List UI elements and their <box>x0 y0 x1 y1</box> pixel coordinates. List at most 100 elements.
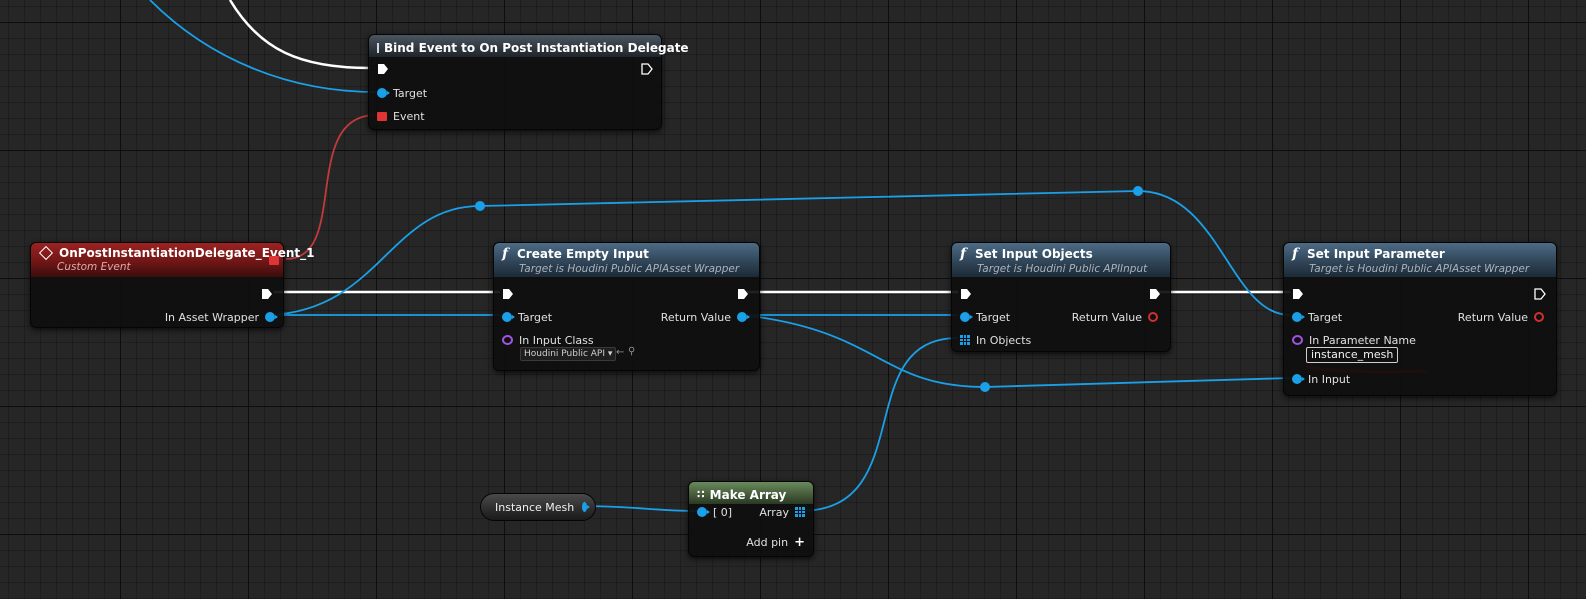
set-input-objects-title: Set Input Objects <box>975 247 1093 261</box>
setobjects-exec-in-row[interactable] <box>960 286 972 302</box>
create-target-row[interactable]: Target <box>502 309 552 325</box>
custom-event-icon <box>38 245 54 261</box>
array-out-row[interactable]: Array <box>759 504 805 520</box>
setobjects-target-row[interactable]: Target <box>960 309 1010 325</box>
in-parameter-name-row[interactable]: In Parameter Name <box>1292 332 1416 348</box>
exec-out-pin[interactable] <box>737 288 749 300</box>
delegate-wire <box>285 114 377 260</box>
target-pin[interactable] <box>960 312 973 322</box>
custom-event-subtitle: Custom Event <box>57 261 131 273</box>
exec-in-pin[interactable] <box>1292 288 1304 300</box>
instance-mesh-variable-node[interactable]: Instance Mesh <box>480 493 596 521</box>
make-array-header: ∷ Make Array <box>689 482 813 504</box>
in-input-class-pin[interactable] <box>502 335 513 345</box>
variable-out-pin[interactable] <box>582 502 590 512</box>
bind-event-row[interactable]: Event <box>377 108 425 124</box>
setobjects-exec-out-row[interactable] <box>1149 286 1161 302</box>
event-dispatcher-icon <box>377 42 379 53</box>
chevron-down-icon: ▾ <box>607 349 613 359</box>
create-empty-input-node[interactable]: f Create Empty Input Target is Houdini P… <box>493 242 760 371</box>
in-asset-wrapper-label: In Asset Wrapper <box>164 310 259 324</box>
setparam-exec-in-row[interactable] <box>1292 286 1304 302</box>
in-objects-row[interactable]: In Objects <box>960 332 1031 348</box>
bind-exec-in-row[interactable] <box>377 61 389 77</box>
in-asset-wrapper-pin[interactable] <box>265 312 278 322</box>
bind-event-header: Bind Event to On Post Instantiation Dele… <box>369 35 689 57</box>
reroute-knot <box>475 201 485 211</box>
in-objects-array-pin[interactable] <box>960 335 970 345</box>
in-input-class-row[interactable]: In Input Class <box>502 332 594 348</box>
in-parameter-name-label: In Parameter Name <box>1309 333 1416 347</box>
setparam-target-row[interactable]: Target <box>1292 309 1342 325</box>
exec-in-pin[interactable] <box>960 288 972 300</box>
return-value-pin[interactable] <box>1534 312 1544 322</box>
bind-event-title: Bind Event to On Post Instantiation Dele… <box>384 40 689 55</box>
in-asset-wrapper-row[interactable]: In Asset Wrapper <box>164 309 278 325</box>
return-value-pin[interactable] <box>737 312 750 322</box>
input-class-value: Houdini Public API <box>524 349 605 359</box>
exec-out-pin[interactable] <box>1534 288 1546 300</box>
add-pin-label: Add pin <box>746 535 789 549</box>
in-input-pin[interactable] <box>1292 374 1305 384</box>
set-input-parameter-subtitle: Target is Houdini Public APIAsset Wrappe… <box>1309 263 1530 275</box>
browse-search-icon[interactable]: ⚲ <box>628 346 636 357</box>
use-selected-arrow-icon[interactable]: ← <box>616 347 625 358</box>
exec-out-pin[interactable] <box>261 288 273 300</box>
create-empty-input-header: f Create Empty Input Target is Houdini P… <box>494 243 759 277</box>
return-value-label: Return Value <box>660 310 731 324</box>
target-pin[interactable] <box>502 312 515 322</box>
in-input-label: In Input <box>1308 372 1351 386</box>
set-input-parameter-node[interactable]: f Set Input Parameter Target is Houdini … <box>1283 242 1557 396</box>
bind-exec-out-row[interactable] <box>641 61 653 77</box>
event-delegate-pin[interactable] <box>377 111 387 121</box>
make-array-title: Make Array <box>709 487 787 502</box>
exec-out-pin[interactable] <box>1149 288 1161 300</box>
make-array-node[interactable]: ∷ Make Array [ 0] Array + Add pin <box>688 481 814 557</box>
set-input-objects-node[interactable]: f Set Input Objects Target is Houdini Pu… <box>951 242 1171 352</box>
make-array-icon: ∷ <box>697 488 705 501</box>
bind-event-node[interactable]: Bind Event to On Post Instantiation Dele… <box>368 34 689 130</box>
instance-mesh-label: Instance Mesh <box>495 500 575 514</box>
function-icon: f <box>1292 246 1299 262</box>
setparam-return-row[interactable]: Return Value <box>1458 309 1544 325</box>
event-exec-out-row[interactable] <box>261 286 273 302</box>
create-exec-out-row[interactable] <box>737 286 749 302</box>
plus-icon[interactable]: + <box>794 534 805 550</box>
custom-event-node[interactable]: OnPostInstantiationDelegate_Event_1 Cust… <box>30 242 314 328</box>
target-label: Target <box>518 310 553 324</box>
input-class-dropdown[interactable]: Houdini Public API ▾ <box>520 347 617 361</box>
delegate-out-pin[interactable] <box>269 256 279 265</box>
parameter-name-input[interactable]: instance_mesh <box>1306 347 1399 363</box>
exec-in-pin[interactable] <box>377 63 389 75</box>
in-parameter-name-pin[interactable] <box>1292 335 1303 345</box>
array-out-pin[interactable] <box>795 507 805 517</box>
array-element-row[interactable]: [ 0] <box>697 504 732 520</box>
setobjects-return-row[interactable]: Return Value <box>1072 309 1158 325</box>
exec-wire-incoming <box>228 0 371 70</box>
exec-in-pin[interactable] <box>502 288 514 300</box>
function-icon: f <box>960 246 967 262</box>
return-to-setparam-input <box>741 314 1291 388</box>
exec-out-pin[interactable] <box>641 63 653 75</box>
create-return-row[interactable]: Return Value <box>660 309 750 325</box>
return-value-pin[interactable] <box>1148 312 1158 322</box>
array-to-in-objects <box>799 337 959 512</box>
array-out-label: Array <box>759 505 789 519</box>
create-empty-input-subtitle: Target is Houdini Public APIAsset Wrappe… <box>519 263 740 275</box>
create-exec-in-row[interactable] <box>502 286 514 302</box>
target-wire-incoming <box>149 0 377 93</box>
reroute-knot <box>1133 186 1143 196</box>
target-pin[interactable] <box>1292 312 1305 322</box>
reroute-knot <box>980 382 990 392</box>
bind-target-row[interactable]: Target <box>377 85 427 101</box>
setparam-exec-out-row[interactable] <box>1534 286 1546 302</box>
in-input-row[interactable]: In Input <box>1292 371 1350 387</box>
custom-event-header: OnPostInstantiationDelegate_Event_1 Cust… <box>31 243 314 277</box>
target-label: Target <box>976 310 1011 324</box>
target-pin[interactable] <box>377 88 390 98</box>
event-label: Event <box>393 109 425 123</box>
target-label: Target <box>393 86 428 100</box>
array-element-pin[interactable] <box>697 507 710 517</box>
set-input-parameter-header: f Set Input Parameter Target is Houdini … <box>1284 243 1556 277</box>
add-pin-row[interactable]: + Add pin <box>746 534 805 550</box>
